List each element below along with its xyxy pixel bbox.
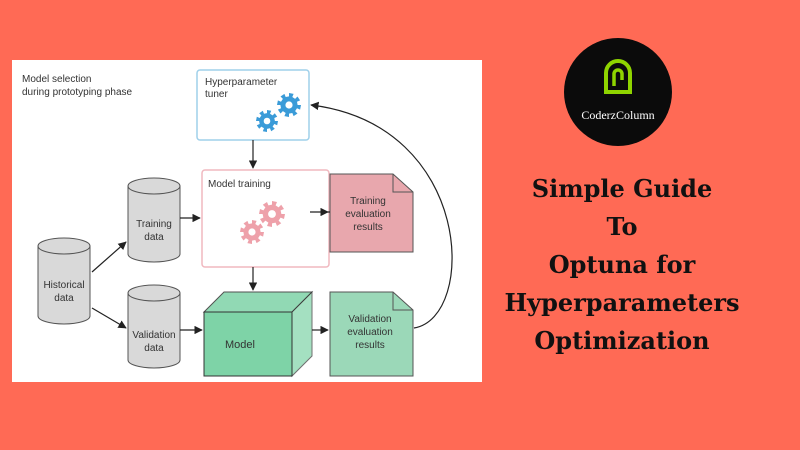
training-results-line-1: Training [350, 196, 386, 207]
historical-data-db-icon [37, 237, 91, 325]
coderzcolumn-logo: CoderzColumn [564, 38, 672, 146]
model-training-label: Model training [208, 179, 271, 190]
arrow-feedback-to-tuner [310, 101, 453, 329]
gear-hole [268, 210, 276, 218]
validation-data-db-icon [127, 284, 181, 369]
validation-results-line-1: Validation [348, 314, 391, 325]
training-data-line-1: Training [136, 219, 172, 230]
validation-results-doc [329, 291, 414, 377]
arrows [91, 101, 453, 335]
gear-pink-large-icon [259, 201, 285, 227]
title-line-1: Simple Guide [531, 174, 713, 203]
title-line-3: Optuna for [548, 250, 696, 279]
model-cube [202, 290, 314, 378]
gear-blue-small-icon [256, 110, 278, 132]
validation-data-line-2: data [144, 343, 164, 354]
validation-results-line-2: evaluation [347, 327, 393, 338]
tuner-label-line-1: Hyperparameter [205, 77, 278, 88]
arrow-historical-to-validation [91, 307, 127, 329]
title-line-5: Optimization [534, 326, 710, 355]
training-results-fold [392, 174, 413, 193]
title-line-2: To [606, 212, 638, 241]
arrow-historical-to-training [91, 241, 127, 273]
leaf-icon [604, 59, 632, 94]
logo-text: CoderzColumn [581, 108, 655, 122]
caption-line-2: during prototyping phase [22, 87, 133, 98]
validation-results-fold [392, 292, 413, 311]
training-results-doc [329, 173, 414, 253]
training-data-db-icon [127, 177, 181, 263]
page-title: Simple Guide To Optuna for Hyperparamete… [488, 170, 756, 360]
validation-results-line-3: results [355, 340, 384, 351]
validation-data-line-1: Validation [132, 330, 175, 341]
gear-hole [263, 117, 271, 125]
model-label: Model [225, 339, 255, 351]
training-data-line-2: data [144, 232, 164, 243]
diagram-svg: Model selection during prototyping phase… [22, 69, 453, 378]
title-line-4: Hyperparameters [504, 288, 740, 317]
training-results-line-2: evaluation [345, 209, 391, 220]
diagram-panel: Model selection during prototyping phase… [12, 60, 482, 382]
caption-line-1: Model selection [22, 74, 91, 85]
gear-blue-large-icon [277, 93, 301, 117]
tuner-label-line-2: tuner [205, 89, 228, 100]
historical-data-line-1: Historical [43, 280, 84, 291]
gear-pink-small-icon [240, 220, 264, 244]
historical-data-line-2: data [54, 293, 74, 304]
training-results-line-3: results [353, 222, 382, 233]
gear-hole [248, 228, 256, 236]
gear-hole [285, 101, 293, 109]
